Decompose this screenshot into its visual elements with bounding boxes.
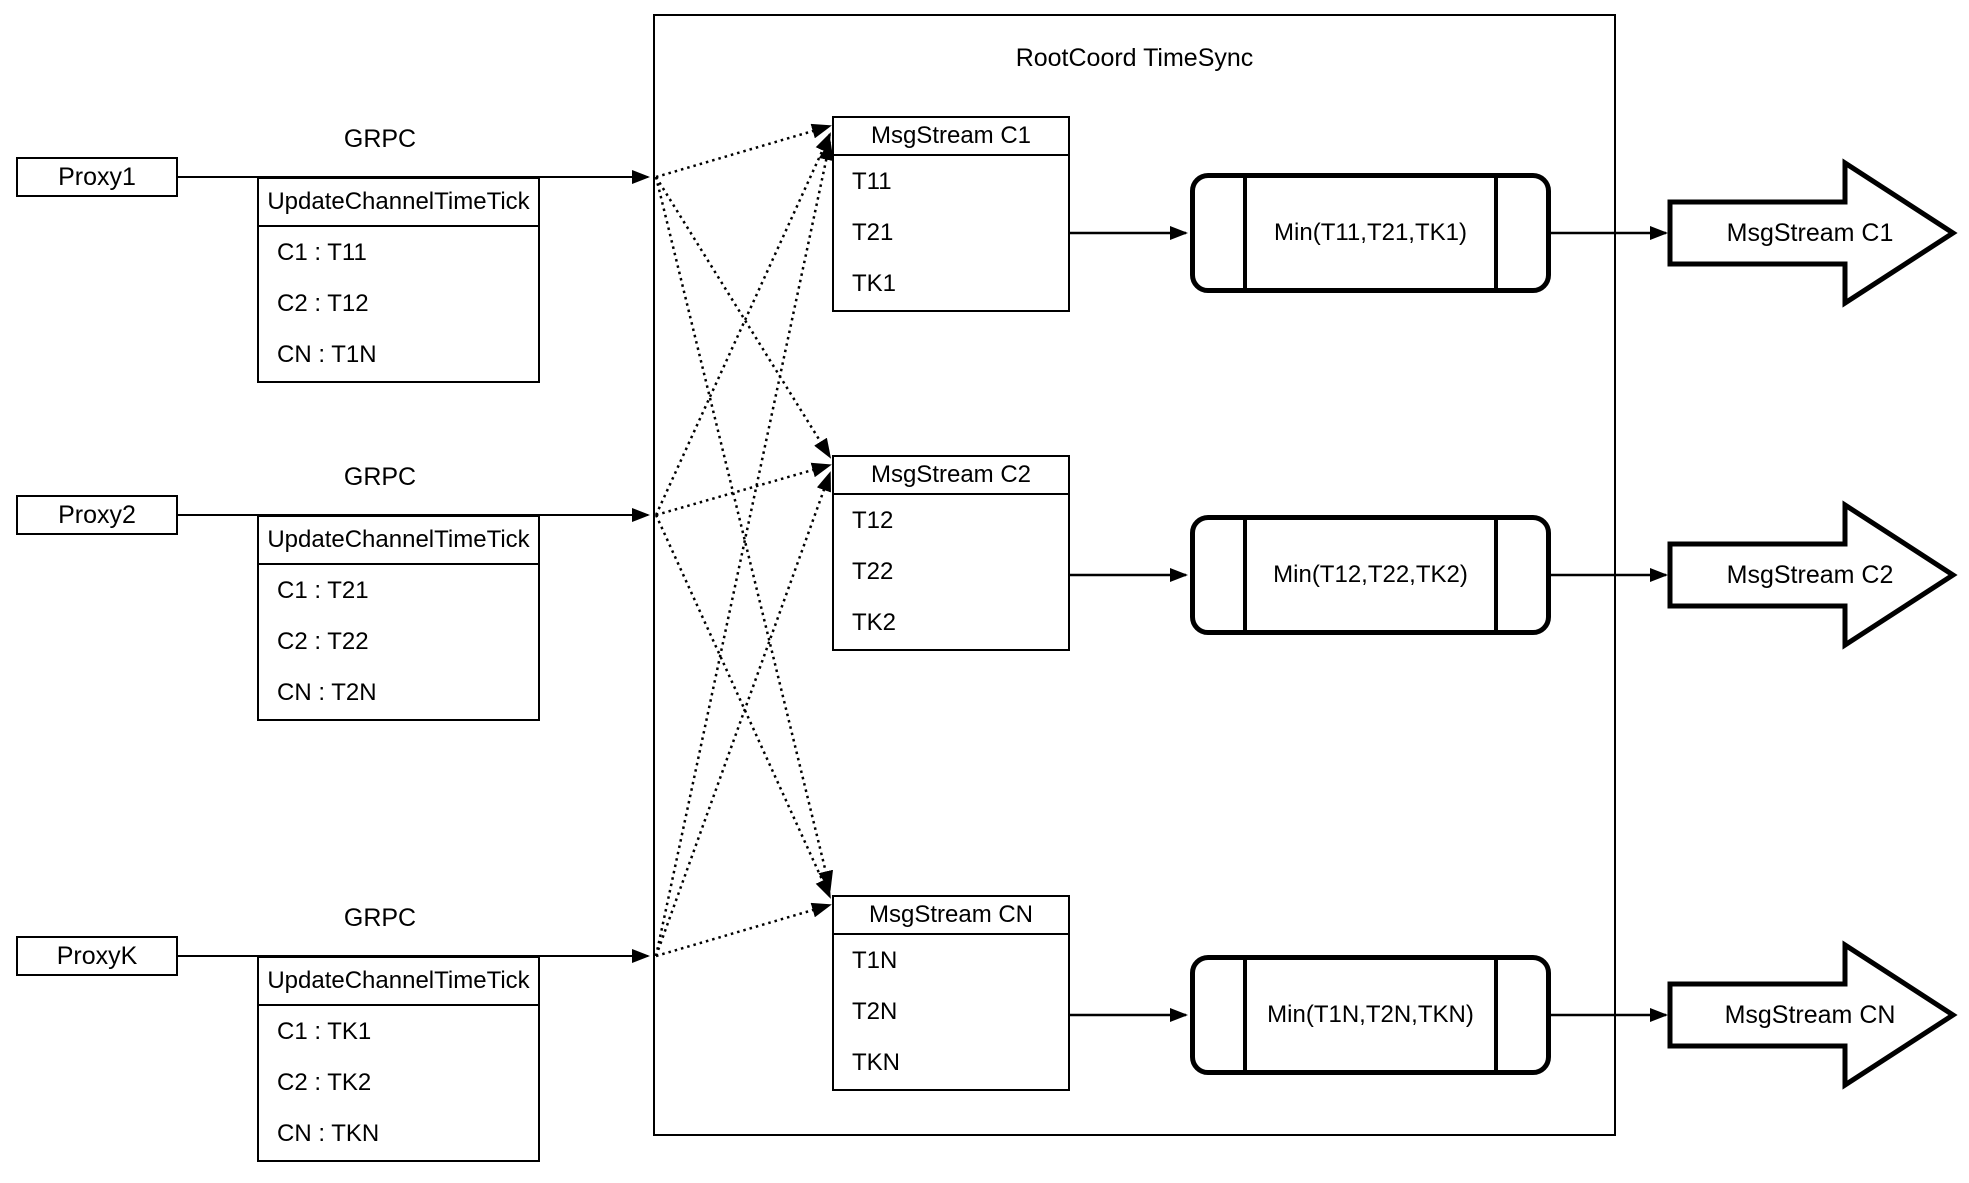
capsule-divider — [1494, 520, 1498, 630]
output-arrow-label: MsgStream C1 — [1726, 219, 1894, 247]
table-row: CN : T1N — [277, 341, 377, 369]
table-header: UpdateChannelTimeTick — [259, 517, 538, 565]
update-channel-timetick-table: UpdateChannelTimeTick C1 : T11 C2 : T12 … — [257, 177, 540, 383]
table-row: T2N — [852, 997, 898, 1025]
table-header: MsgStream C2 — [834, 457, 1068, 495]
min-capsule: Min(T11,T21,TK1) — [1190, 173, 1551, 293]
min-label: Min(T1N,T2N,TKN) — [1267, 1001, 1474, 1028]
proxy-box: ProxyK — [16, 936, 178, 976]
table-row: TK2 — [852, 609, 897, 637]
proxy-box: Proxy1 — [16, 157, 178, 197]
table-row: TK1 — [852, 270, 897, 298]
table-row: C2 : T22 — [277, 627, 369, 655]
table-row: C1 : T11 — [277, 238, 367, 266]
msgstream-table: MsgStream C2 T12 T22 TK2 — [832, 455, 1070, 651]
table-row: C2 : TK2 — [277, 1068, 372, 1096]
table-row: T11 — [852, 167, 892, 195]
table-header: UpdateChannelTimeTick — [259, 179, 538, 227]
capsule-divider — [1243, 178, 1247, 288]
table-row: T12 — [852, 506, 894, 534]
capsule-divider — [1494, 960, 1498, 1070]
output-arrow-label: MsgStream C2 — [1726, 561, 1894, 589]
update-channel-timetick-table: UpdateChannelTimeTick C1 : T21 C2 : T22 … — [257, 515, 540, 721]
msgstream-table: MsgStream CN T1N T2N TKN — [832, 895, 1070, 1091]
table-row: C2 : T12 — [277, 289, 369, 317]
grpc-label: GRPC — [343, 904, 417, 932]
table-header: UpdateChannelTimeTick — [259, 958, 538, 1006]
capsule-divider — [1494, 178, 1498, 288]
grpc-label: GRPC — [343, 463, 417, 491]
rootcoord-title: RootCoord TimeSync — [1015, 44, 1254, 72]
grpc-label: GRPC — [343, 125, 417, 153]
table-header: MsgStream C1 — [834, 118, 1068, 156]
table-row: C1 : TK1 — [277, 1017, 372, 1045]
proxy-box: Proxy2 — [16, 495, 178, 535]
proxy-label: ProxyK — [56, 941, 138, 970]
table-header: MsgStream CN — [834, 897, 1068, 935]
capsule-divider — [1243, 520, 1247, 630]
capsule-divider — [1243, 960, 1247, 1070]
table-row: TKN — [852, 1049, 900, 1077]
table-row: T22 — [852, 557, 894, 585]
msgstream-table: MsgStream C1 T11 T21 TK1 — [832, 116, 1070, 312]
update-channel-timetick-table: UpdateChannelTimeTick C1 : TK1 C2 : TK2 … — [257, 956, 540, 1162]
min-capsule: Min(T12,T22,TK2) — [1190, 515, 1551, 635]
table-row: T1N — [852, 946, 898, 974]
min-label: Min(T11,T21,TK1) — [1274, 219, 1467, 246]
proxy-label: Proxy2 — [58, 500, 136, 529]
min-label: Min(T12,T22,TK2) — [1273, 561, 1468, 588]
table-row: CN : TKN — [277, 1120, 380, 1148]
proxy-label: Proxy1 — [58, 162, 136, 191]
table-row: C1 : T21 — [277, 576, 369, 604]
output-arrow-label: MsgStream CN — [1724, 1001, 1896, 1029]
table-row: CN : T2N — [277, 679, 377, 707]
min-capsule: Min(T1N,T2N,TKN) — [1190, 955, 1551, 1075]
table-row: T21 — [852, 218, 894, 246]
